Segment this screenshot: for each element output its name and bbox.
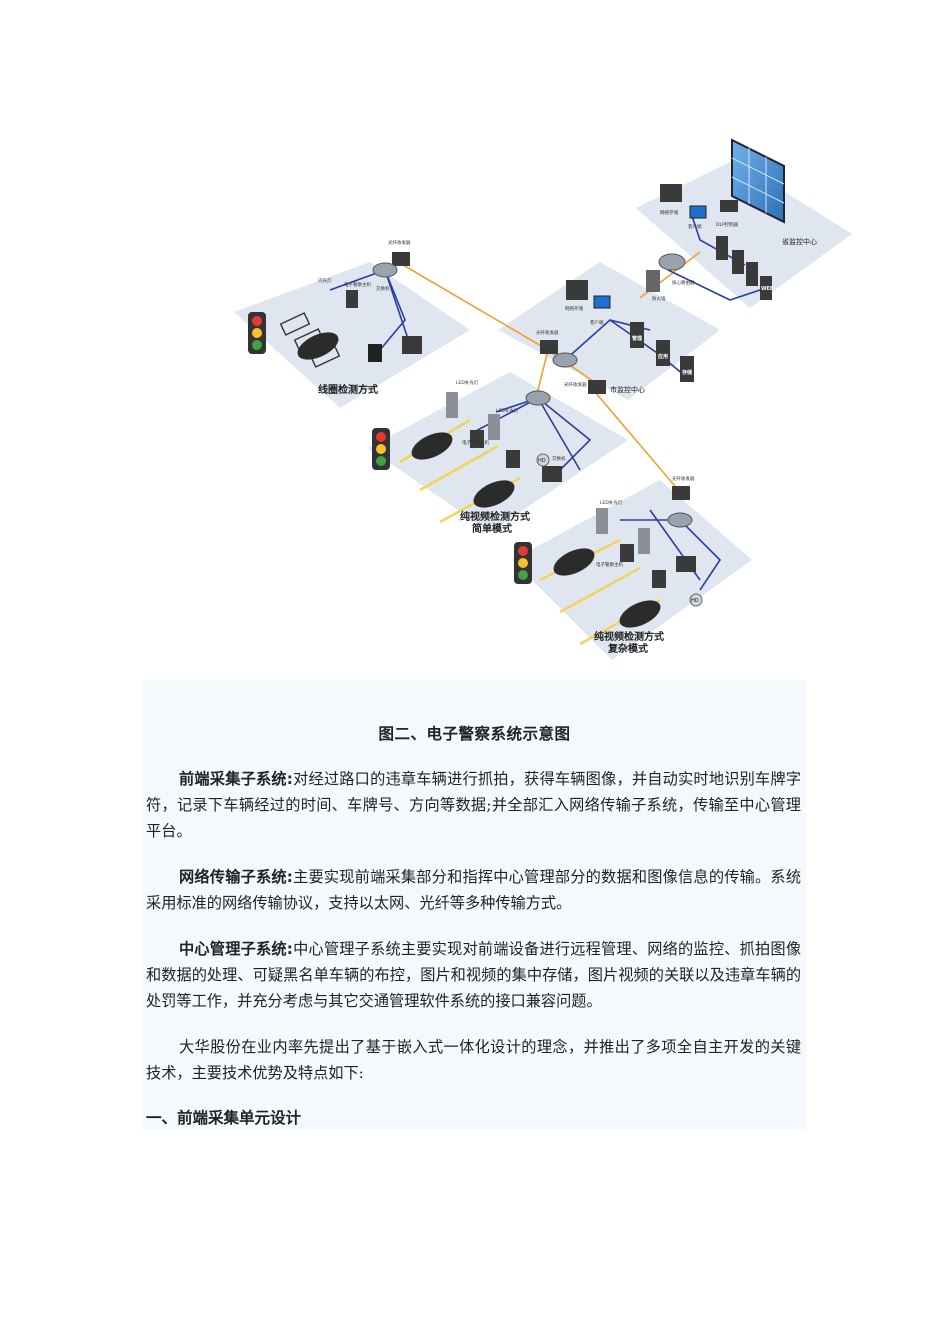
paragraph-center: 中心管理子系统:中心管理子系统主要实现对前端设备进行远程管理、网络的监控、抓拍图… [146, 936, 801, 1014]
video-wall-icon [731, 138, 785, 224]
label-led: LED补光灯 [600, 499, 623, 506]
device-labels: 光纤收发器 闪光灯 电子警察主机 交换机 LED补光灯 LED补光灯 交换机 电… [318, 209, 739, 568]
car-icons [297, 332, 661, 628]
label-camera-main: 电子警察主机 [596, 561, 623, 568]
switch-icons [372, 253, 693, 528]
equipment-boxes [346, 184, 772, 588]
label-apply: 应用 [658, 353, 668, 360]
figure-caption: 图二、电子警察系统示意图 [378, 725, 571, 743]
paragraph-text: 主要实现前端采集部分和指挥中心管理部分的数据和图像信息的传输。系统采用标准的网络… [146, 868, 802, 912]
label-storage: 网络存储 [660, 209, 678, 216]
label-switch: 交换机 [552, 455, 566, 462]
zone-video-complex [512, 480, 752, 660]
label-store: 存储 [681, 369, 692, 376]
label-switch: 交换机 [376, 285, 390, 292]
zone-province-center [636, 160, 852, 308]
text-panel: 图二、电子警察系统示意图 前端采集子系统:对经过路口的违章车辆进行抓拍，获得车辆… [143, 680, 806, 1130]
zone-title-video-complex: 纯视频检测方式 [594, 630, 664, 643]
paragraph-dahua: 大华股份在业内率先提出了基于嵌入式一体化设计的理念，并推出了多项全自主开发的关键… [146, 1034, 801, 1086]
label-flash: 闪光灯 [318, 277, 332, 284]
server-labels: 管理 应用 存储 WEB [632, 286, 774, 376]
zone-title-loop: 线圈检测方式 [318, 383, 378, 396]
zone-title-province: 省监控中心 [782, 237, 817, 246]
paragraph-frontend: 前端采集子系统:对经过路口的违章车辆进行抓拍，获得车辆图像，并自动实时地识别车牌… [146, 766, 801, 844]
label-client: 客户端 [590, 319, 604, 326]
paragraph-text: 大华股份在业内率先提出了基于嵌入式一体化设计的理念，并推出了多项全自主开发的关键… [146, 1038, 801, 1082]
label-fiber: 光纤收发器 [536, 329, 559, 336]
label-router: 核心路由器 [672, 279, 695, 286]
label-camera-main: 电子警察主机 [344, 281, 371, 288]
paragraph-text: 中心管理子系统主要实现对前端设备进行远程管理、网络的监控、抓拍图像和数据的处理、… [146, 940, 802, 1010]
label-storage: 网络存储 [565, 305, 583, 312]
label-web: WEB [761, 286, 774, 292]
label-led: LED补光灯 [496, 407, 519, 414]
zone-video-simple [368, 372, 628, 532]
zone-loop [234, 262, 470, 408]
zone-title-city: 市监控中心 [610, 385, 645, 394]
label-mgmt: 管理 [632, 335, 642, 342]
traffic-light-icon [248, 312, 266, 354]
label-client: 客户端 [688, 223, 702, 230]
label-fiber: 光纤收发器 [388, 239, 411, 246]
label-fiber: 光纤收发器 [564, 381, 587, 388]
label-hd: HD [691, 598, 699, 604]
label-dlp: DLP控制器 [716, 221, 739, 228]
zone-title-video-complex-mode: 复杂模式 [607, 642, 648, 655]
section-heading: 一、前端采集单元设计 [146, 1109, 302, 1127]
label-camera-main: 电子警察主机 [462, 439, 489, 446]
paragraph-title: 网络传输子系统: [179, 868, 293, 886]
label-firewall: 防火墙 [652, 295, 666, 302]
paragraph-network: 网络传输子系统:主要实现前端采集部分和指挥中心管理部分的数据和图像信息的传输。系… [146, 864, 801, 916]
zone-plates [234, 160, 852, 660]
label-led: LED补光灯 [456, 379, 479, 386]
hd-camera-icons: HD HD [536, 453, 703, 607]
zone-title-video-simple-mode: 简单模式 [472, 522, 512, 535]
label-fiber: 光纤收发器 [672, 475, 695, 482]
system-diagram: 线圈检测方式 纯视频检测方式 简单模式 纯视频检测方式 复杂模式 市监控中心 省… [234, 138, 852, 660]
paragraph-text: 对经过路口的违章车辆进行抓拍，获得车辆图像，并自动实时地识别车牌字符，记录下车辆… [146, 770, 802, 840]
traffic-light-icon [514, 542, 532, 584]
traffic-light-icon [372, 428, 390, 470]
zone-title-video-simple: 纯视频检测方式 [460, 510, 530, 523]
label-hd: HD [538, 458, 546, 464]
paragraph-title: 中心管理子系统: [179, 940, 293, 958]
pc-icons [593, 205, 707, 309]
paragraph-title: 前端采集子系统: [179, 770, 293, 788]
